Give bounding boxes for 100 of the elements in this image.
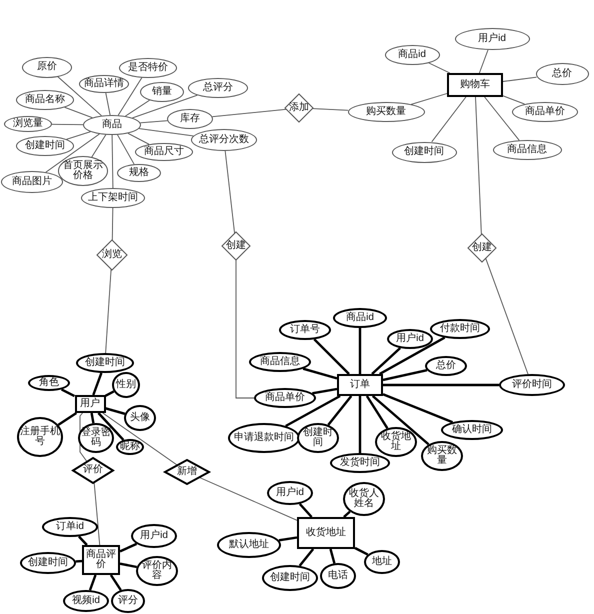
attribute-ellipse: 创建时间 — [297, 423, 339, 453]
attribute-ellipse: 商品id — [333, 308, 387, 328]
relationship-diamond: 创建 — [468, 234, 496, 262]
connector-line — [91, 134, 106, 158]
connector-line — [132, 94, 198, 118]
attribute-ellipse: 商品名称 — [16, 90, 74, 110]
connector-line — [110, 574, 122, 591]
attribute-ellipse: 确认时间 — [441, 420, 503, 440]
connector-line — [485, 258, 528, 375]
connector-line — [57, 76, 102, 116]
connector-line — [358, 328, 362, 374]
attribute-ellipse: 创建时间 — [262, 565, 318, 591]
attribute-ellipse: 购买数量 — [421, 441, 463, 471]
connector-line — [327, 395, 352, 426]
attribute-ellipse: 评价内容 — [136, 556, 178, 586]
attribute-ellipse: 创建时间 — [392, 142, 456, 162]
attribute-ellipse: 付款时间 — [430, 319, 490, 339]
connector-line — [502, 76, 538, 82]
attribute-ellipse: 昵称 — [116, 439, 144, 455]
attribute-ellipse: 收货地址 — [375, 427, 417, 457]
attribute-ellipse: 商品尺寸 — [135, 143, 193, 161]
connector-line — [98, 412, 124, 441]
attribute-ellipse: 创建时间 — [16, 136, 74, 156]
connector-line — [90, 412, 95, 424]
connector-line — [236, 260, 254, 398]
attribute-ellipse: 电话 — [320, 563, 356, 589]
connector-line — [358, 396, 362, 453]
connector-line — [285, 394, 341, 428]
attribute-ellipse: 上下架时间 — [81, 188, 145, 208]
attribute-ellipse: 商品单价 — [254, 388, 316, 408]
connector-line — [382, 369, 428, 382]
connector-line — [58, 412, 78, 426]
attribute-ellipse: 发货时间 — [330, 453, 390, 473]
attribute-ellipse: 角色 — [28, 375, 70, 391]
relationship-diamond: 添加 — [285, 94, 313, 122]
connector-line — [94, 481, 100, 546]
attribute-ellipse: 总评分 — [188, 78, 248, 98]
connector-line — [312, 108, 349, 111]
attribute-ellipse: 地址 — [364, 550, 400, 574]
connector-line — [354, 546, 368, 556]
connector-line — [102, 412, 178, 466]
attribute-ellipse: 商品详情 — [79, 75, 129, 93]
connector-line — [60, 388, 76, 398]
connector-line — [92, 372, 103, 396]
attribute-ellipse: 用户id — [454, 28, 530, 50]
attribute-ellipse: 原价 — [22, 56, 72, 78]
connector-line — [117, 134, 135, 165]
attribute-ellipse: 总评分次数 — [191, 129, 257, 151]
connector-line — [410, 93, 448, 105]
attribute-ellipse: 商品单价 — [512, 102, 578, 122]
connector-line — [502, 95, 526, 105]
connector-line — [120, 562, 138, 568]
entity-box: 订单 — [337, 374, 383, 396]
relationship-diamond: 评价 — [73, 458, 113, 482]
attribute-ellipse: 用户id — [267, 481, 313, 505]
attribute-ellipse: 收货人姓名 — [343, 482, 385, 516]
attribute-ellipse: 视频id — [63, 590, 109, 612]
attribute-ellipse: 用户id — [387, 329, 433, 349]
connector-line — [366, 395, 388, 429]
connector-line — [371, 347, 402, 375]
entity-box: 购物车 — [447, 73, 503, 97]
attribute-ellipse: 商品信息 — [249, 352, 311, 372]
attribute-ellipse: 浏览量 — [4, 116, 52, 132]
attribute-ellipse: 是否特价 — [119, 58, 177, 78]
connector-line — [105, 92, 111, 116]
connector-line — [302, 368, 338, 380]
connector-line — [140, 120, 168, 124]
connector-line — [124, 100, 150, 117]
attribute-ellipse: 头像 — [124, 405, 156, 431]
connector-line — [105, 268, 112, 354]
attribute-ellipse: 登录密码 — [78, 423, 114, 453]
entity-box: 用户 — [74, 395, 106, 413]
connector-line — [312, 388, 338, 394]
attribute-ellipse: 创建时间 — [76, 353, 134, 373]
attribute-ellipse: 订单号 — [279, 320, 331, 340]
relationship-diamond: 新增 — [165, 460, 209, 484]
connector-line — [313, 338, 350, 375]
attribute-ellipse: 库存 — [167, 109, 213, 129]
connector-line — [76, 560, 82, 563]
attribute-ellipse: 销量 — [140, 82, 184, 102]
connector-line — [428, 62, 450, 74]
attribute-ellipse: 评分 — [111, 589, 145, 613]
connector-line — [105, 407, 126, 415]
attribute-ellipse: 首页展示价格 — [58, 156, 108, 186]
connector-line — [431, 96, 466, 142]
connector-line — [198, 476, 298, 521]
attribute-ellipse: 总价 — [425, 356, 467, 376]
connector-line — [212, 108, 287, 118]
connector-line — [475, 96, 482, 236]
attribute-ellipse: 默认地址 — [217, 532, 281, 558]
connector-line — [45, 134, 100, 173]
connector-line — [343, 510, 351, 518]
connector-line — [298, 503, 312, 518]
connector-line — [478, 49, 488, 74]
connector-line — [66, 131, 91, 140]
connector-line — [64, 106, 93, 118]
attribute-ellipse: 商品图片 — [1, 171, 63, 193]
attribute-ellipse: 总价 — [536, 63, 588, 85]
connector-line — [379, 336, 446, 376]
entity-box: 商品评价 — [82, 545, 120, 575]
